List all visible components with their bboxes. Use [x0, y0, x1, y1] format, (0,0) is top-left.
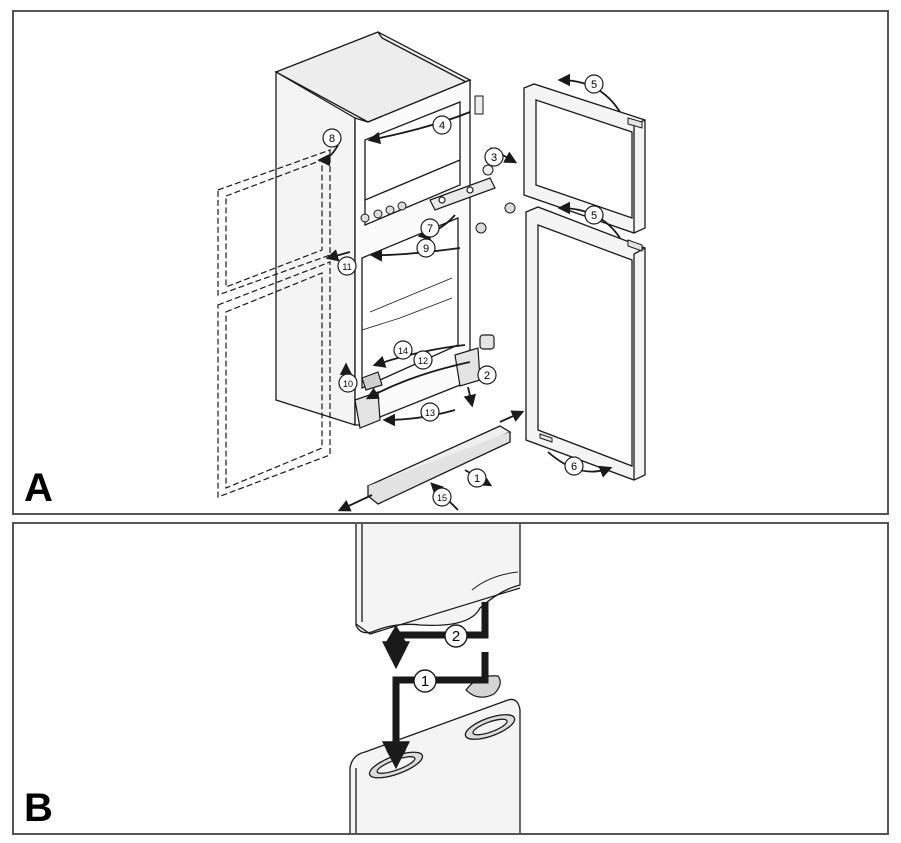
step-text-a-6: 6	[571, 461, 577, 473]
step-label-a-13	[420, 402, 440, 422]
step-text-a-12: 12	[418, 356, 428, 366]
step-label-a-14	[393, 340, 413, 360]
step-label-a-2	[477, 365, 497, 385]
upper-door	[355, 524, 521, 635]
step-label-a-1	[467, 468, 487, 488]
step-circles-b	[413, 624, 468, 693]
step-label-a-11	[337, 256, 357, 276]
step-text-a-15: 15	[437, 493, 447, 503]
step-text-a-8: 8	[329, 133, 335, 145]
door-handles	[539, 117, 643, 443]
top-hinge-pin	[474, 95, 494, 176]
step-label-a-5	[584, 74, 604, 94]
step-label-a-4	[432, 115, 452, 135]
step-texts-a: 1 2 3 4 5 5 6 7 8 9 10 11 12 13 14 15	[329, 79, 597, 503]
step-arrows-b	[382, 602, 489, 770]
step-arrows-b-heads	[386, 625, 406, 768]
lower-door	[349, 698, 521, 833]
bottom-hinges	[354, 334, 495, 429]
step-text-a-9: 9	[423, 243, 429, 255]
step-text-b-1: 1	[421, 673, 429, 690]
step-label-a-5b	[584, 205, 604, 225]
plinth	[366, 425, 512, 505]
panel-a-letter: A	[24, 466, 53, 510]
step-text-a-11: 11	[342, 262, 351, 272]
step-text-a-5: 5	[591, 79, 597, 91]
step-text-a-13: 13	[425, 408, 435, 418]
dashed-doors	[217, 149, 331, 498]
step-text-a-4: 4	[439, 120, 445, 132]
step-text-a-3: 3	[491, 152, 497, 164]
step-text-a-5b: 5	[591, 210, 597, 222]
step-text-a-1: 1	[474, 473, 480, 485]
step-text-a-7: 7	[427, 223, 433, 235]
step-circles-a	[322, 74, 604, 507]
step-label-b-1	[413, 669, 437, 693]
step-text-a-2: 2	[484, 370, 490, 382]
step-label-a-10	[338, 373, 358, 393]
step-label-a-8	[322, 128, 342, 148]
step-text-a-14: 14	[398, 346, 408, 356]
middle-hinge	[429, 177, 496, 211]
step-label-a-7	[420, 218, 440, 238]
step-text-b-2: 2	[452, 628, 460, 645]
freezer-door	[523, 83, 646, 234]
step-label-a-6	[564, 456, 584, 476]
step-label-a-9	[416, 238, 436, 258]
screws-middle	[360, 201, 516, 234]
step-label-a-3	[484, 147, 504, 167]
step-label-b-2	[444, 624, 468, 648]
fridge-cabinet	[274, 31, 472, 426]
step-label-a-15	[432, 487, 452, 507]
step-text-a-10: 10	[343, 379, 353, 389]
step-label-a-12	[413, 350, 433, 370]
step-texts-b: 1 2	[421, 628, 460, 690]
panel-b-letter: B	[24, 786, 53, 830]
